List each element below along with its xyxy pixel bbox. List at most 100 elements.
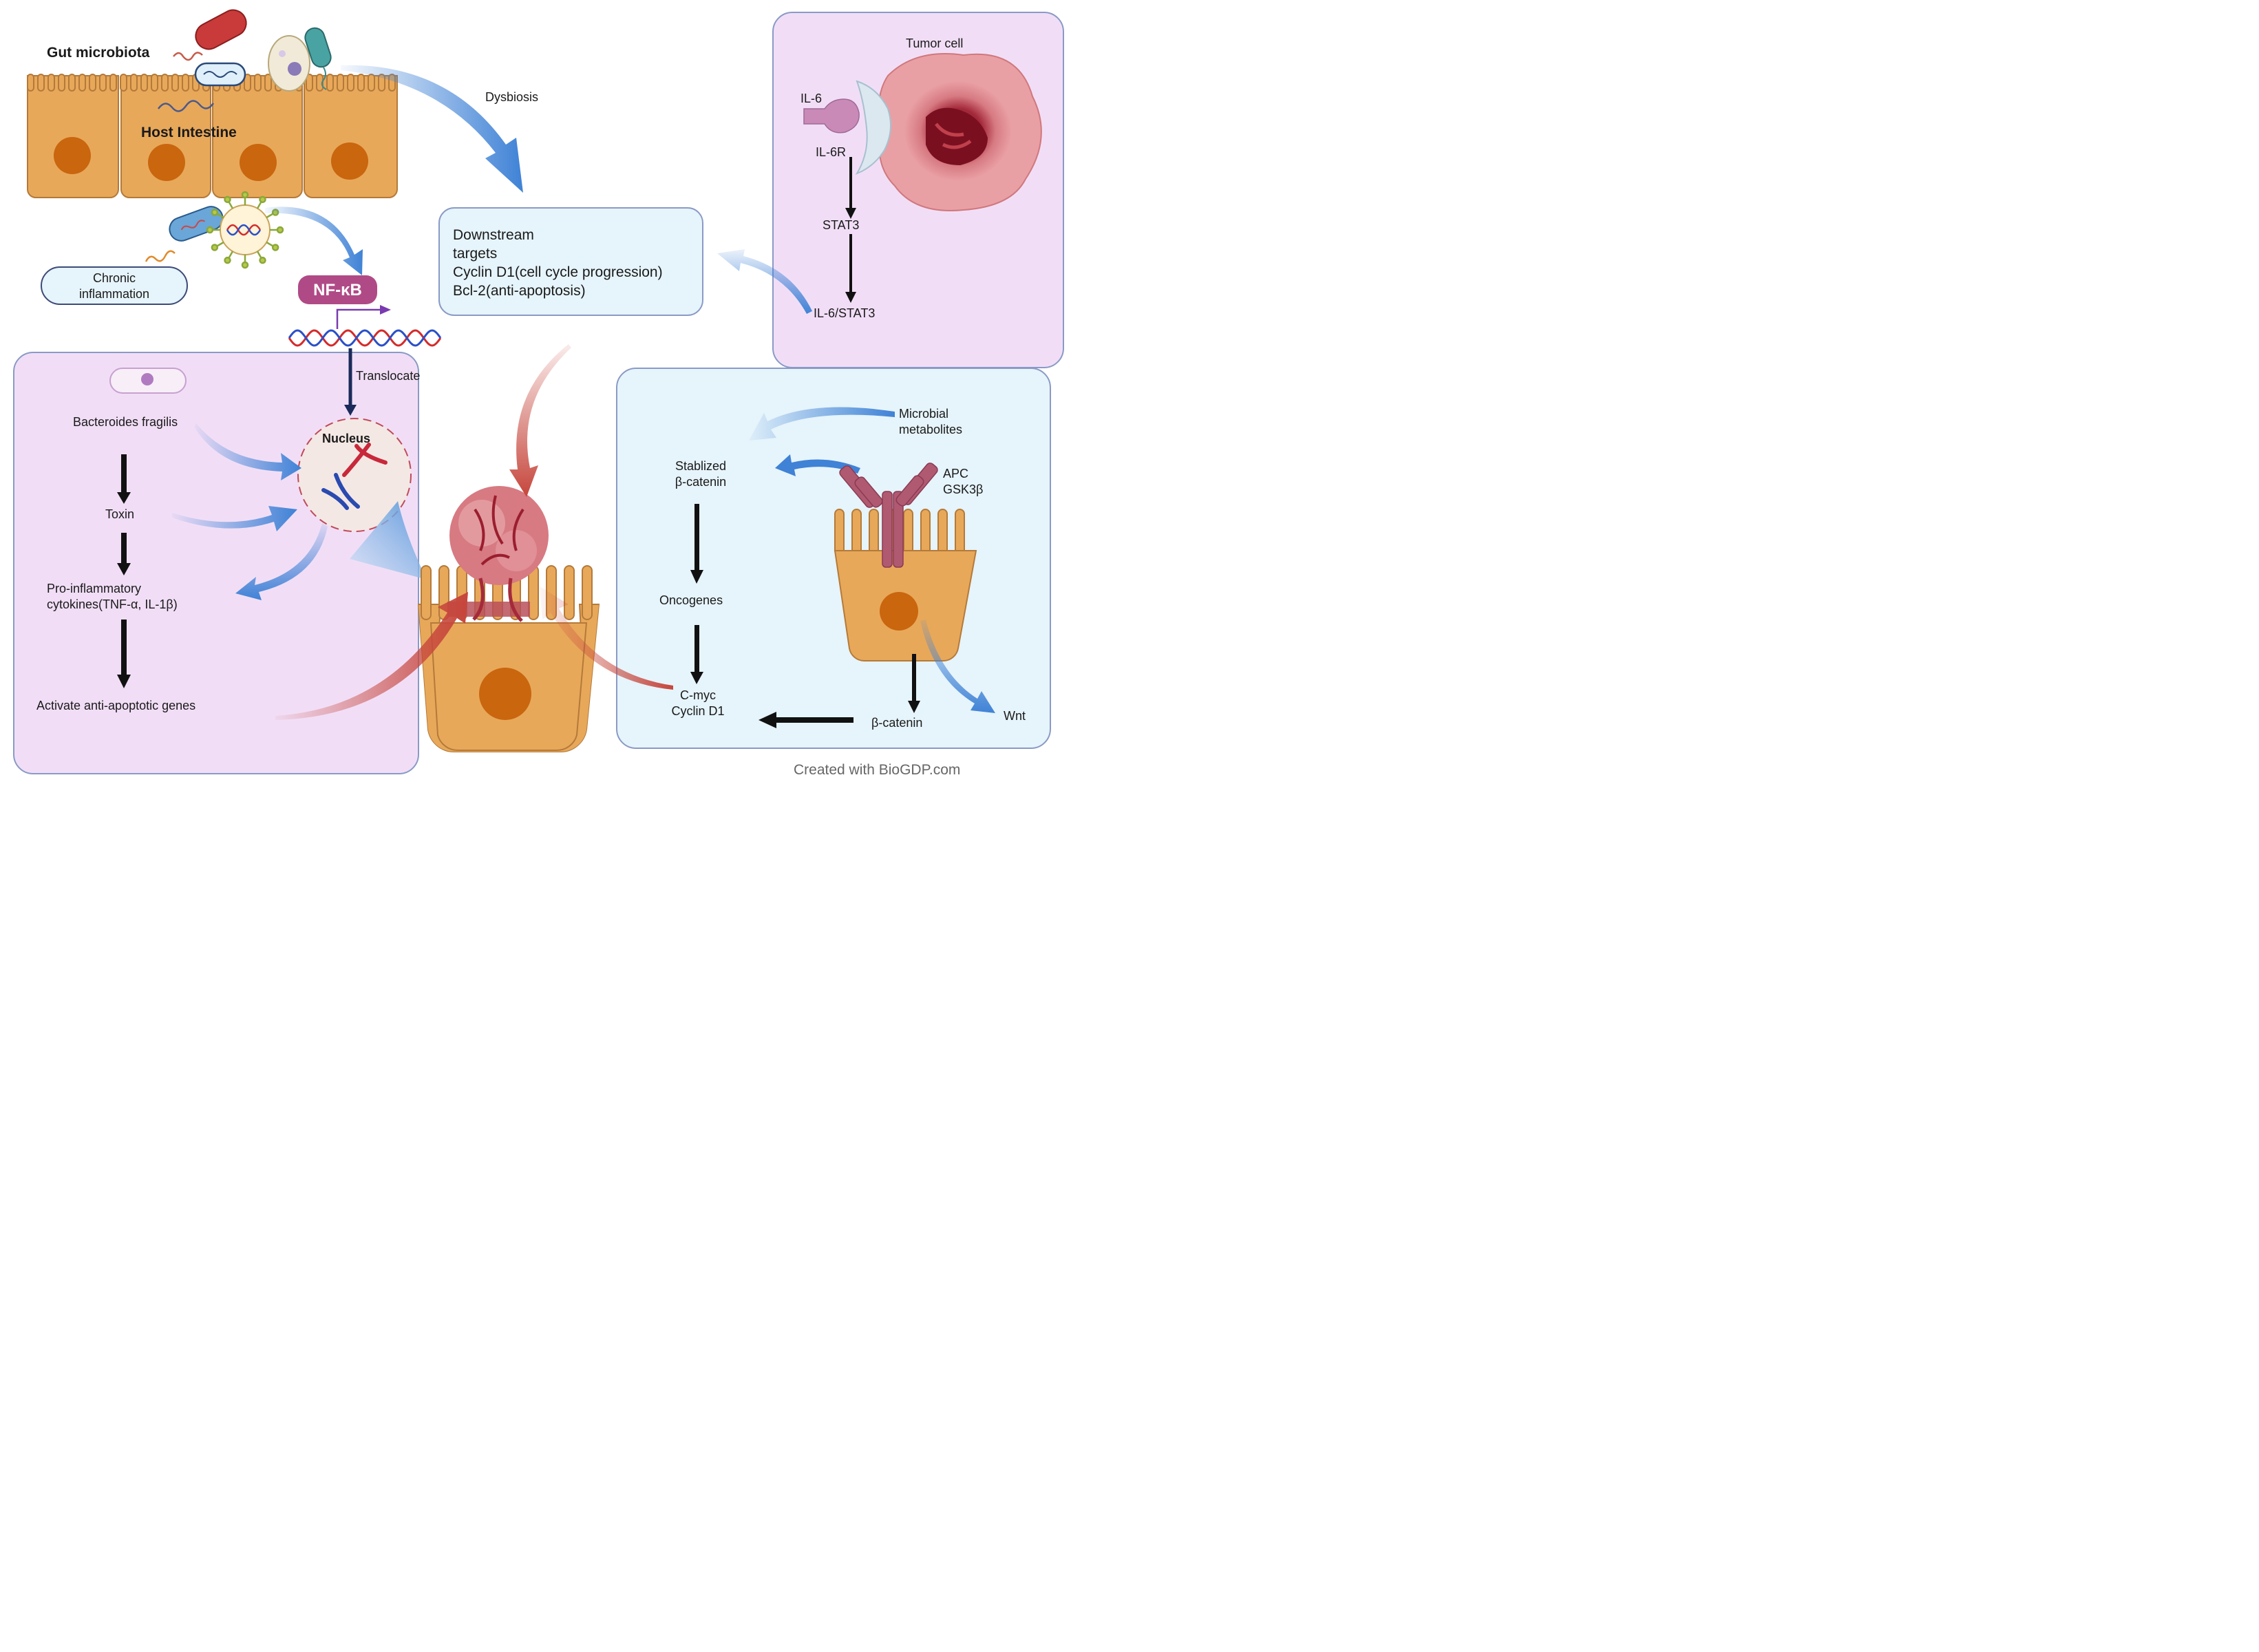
- il6-ligand-icon: [803, 98, 860, 134]
- chronic-inflammation-line-1: Chronic: [92, 271, 136, 285]
- microbial-metabolites-label: Microbial metabolites: [899, 406, 962, 438]
- virus-spike-tip: [241, 261, 249, 269]
- bacteroides-label: Bacteroides fragilis: [73, 415, 178, 429]
- inflammation-arrow: [265, 206, 363, 275]
- microvillus: [68, 74, 76, 92]
- left-flow-arrows: [117, 454, 131, 688]
- microvillus: [37, 74, 45, 92]
- microvillus: [130, 74, 138, 92]
- microvillus: [47, 74, 55, 92]
- virus-spike-tip: [276, 226, 284, 234]
- virus-spike-tip: [211, 244, 219, 251]
- downstream-to-tumor-arrow: [509, 344, 571, 497]
- bacteria-icon: [304, 27, 332, 90]
- microvillus: [920, 509, 931, 555]
- virus-spike-tip: [259, 195, 266, 204]
- downstream-line-1: Downstream: [453, 227, 534, 243]
- host-intestine-label: Host Intestine: [141, 125, 237, 140]
- bacteria-icon: [145, 206, 224, 262]
- microvillus: [120, 74, 127, 92]
- stabilized-line-1: Stablized: [675, 459, 727, 473]
- dysbiosis-label: Dysbiosis: [485, 90, 539, 104]
- anti-apoptotic-label: Activate anti-apoptotic genes: [36, 699, 196, 712]
- virus-icon: [206, 191, 284, 269]
- cell-to-wnt-arrow: [920, 620, 995, 713]
- nfkb-badge: [298, 275, 377, 304]
- virus-spike-tip: [224, 256, 231, 264]
- chronic-inflammation-line-2: inflammation: [78, 286, 150, 301]
- tumor-cell-icon: [878, 53, 1042, 211]
- chromosome-icon: [321, 443, 388, 510]
- microvillus: [306, 74, 313, 92]
- virus-spike-tip: [224, 195, 231, 204]
- intestine-cell-3: [212, 75, 303, 198]
- virus-spike-tip: [206, 226, 214, 234]
- bacteroides-icon: [109, 368, 187, 394]
- il6-stat3-label: IL-6/STAT3: [814, 306, 876, 320]
- intestine-cell-4: [304, 75, 398, 198]
- cmyc-line: C-myc: [680, 688, 716, 702]
- virus-spike-tip: [241, 191, 249, 199]
- toxin-to-nucleus-arrow: [172, 506, 297, 531]
- cmyc-to-cell-arrow: [540, 586, 673, 690]
- downstream-line-4: Bcl-2(anti-apoptosis): [453, 283, 586, 299]
- microvillus: [109, 74, 117, 92]
- bacteria-icon: [157, 62, 246, 112]
- credit-label: Created with BioGDP.com: [794, 762, 961, 778]
- microvillus: [58, 74, 65, 92]
- microvillus: [564, 565, 575, 620]
- dna-icon: [288, 329, 442, 347]
- proinflammatory-line-2: cytokines(TNF-α, IL-1β): [47, 597, 178, 611]
- microvillus: [326, 74, 334, 92]
- downstream-line-2: targets: [453, 246, 498, 262]
- microvillus: [254, 74, 262, 92]
- protozoa-icon: [268, 35, 310, 92]
- microvillus: [955, 509, 965, 555]
- virus-spike-tip: [271, 244, 279, 251]
- diagram-canvas: Gut microbiota Host Intestine Dysbiosis …: [0, 0, 1079, 790]
- bacteroides-to-nucleus-arrow: [194, 423, 301, 480]
- il6-label: IL-6: [800, 92, 823, 105]
- microvillus: [357, 74, 365, 92]
- microvillus: [171, 74, 179, 92]
- microvillus: [161, 74, 169, 92]
- transcription-arrow: [336, 308, 382, 329]
- cyclin-line: Cyclin D1: [671, 704, 725, 718]
- oncogenes-label: Oncogenes: [659, 593, 723, 607]
- nucleus-label: Nucleus: [322, 432, 371, 445]
- translocate-label: Translocate: [356, 369, 421, 383]
- microvillus: [27, 74, 34, 92]
- microvillus: [903, 509, 913, 555]
- tumor-icon: [449, 486, 549, 622]
- microvillus: [337, 74, 344, 92]
- microvillus: [78, 74, 86, 92]
- microvillus: [869, 509, 879, 555]
- dysbiosis-arrow: [341, 65, 523, 193]
- proinflammatory-line-1: Pro-inflammatory: [47, 582, 142, 595]
- microvillus: [140, 74, 148, 92]
- microvillus: [368, 74, 375, 92]
- downstream-targets-text: Downstream targets Cyclin D1(cell cycle …: [453, 226, 663, 300]
- nucleus-to-cytokines-arrow: [235, 523, 328, 600]
- chronic-inflammation-label: Chronic inflammation: [41, 271, 187, 301]
- downstream-targets-box: [438, 207, 703, 316]
- apc-line: APC: [943, 467, 969, 480]
- microvillus: [851, 509, 862, 555]
- stabilized-catenin-label: Stablized β-catenin: [666, 458, 735, 490]
- metabolites-to-catenin-arrow: [749, 407, 895, 441]
- virus-spike-tip: [211, 209, 219, 216]
- microbial-metabolites-line-2: metabolites: [899, 423, 963, 436]
- intestine-cell-2: [120, 75, 211, 198]
- microvillus: [834, 509, 845, 555]
- tumor-cell-label: Tumor cell: [906, 36, 964, 50]
- nucleus-cone: [350, 501, 427, 580]
- nfkb-label: NF-κB: [313, 281, 362, 299]
- toxin-label: Toxin: [105, 507, 135, 521]
- microvillus: [582, 565, 593, 620]
- receptor-icon: [839, 463, 938, 568]
- chronic-inflammation-box: [41, 266, 188, 305]
- downstream-line-3: Cyclin D1(cell cycle progression): [453, 264, 663, 280]
- stabilized-line-2: β-catenin: [675, 475, 727, 489]
- wnt-label: Wnt: [1004, 709, 1026, 723]
- gsk3b-line: GSK3β: [943, 483, 984, 496]
